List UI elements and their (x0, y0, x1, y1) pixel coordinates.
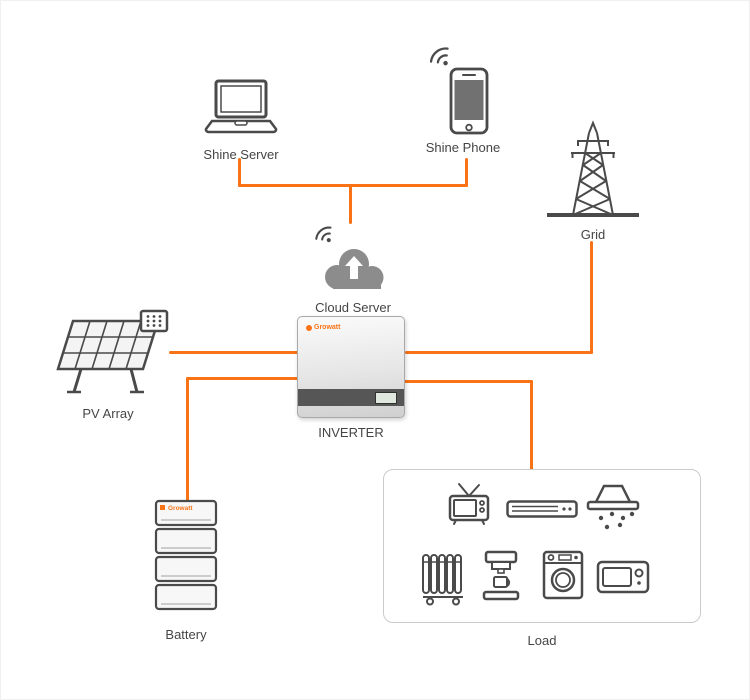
inverter-display-screen (375, 391, 397, 404)
brand-logo: Growatt (306, 324, 340, 331)
inverter-device-icon: Growatt (297, 316, 405, 418)
node-pv-array: PV Array (43, 307, 173, 421)
inverter-front-panel (298, 389, 404, 406)
coffee-machine-icon (482, 550, 520, 601)
soundbar-icon (506, 500, 578, 518)
connector-load-vertical (530, 380, 533, 471)
brand-logo-dot (306, 324, 312, 331)
node-shine-phone: Shine Phone (415, 43, 511, 155)
connector-battery-vertical (186, 377, 189, 503)
inverter-label: INVERTER (318, 425, 384, 440)
node-inverter: Growatt INVERTER (297, 316, 405, 440)
connector-phone-down (465, 158, 468, 187)
connector-load-horizontal (404, 380, 533, 383)
radiator-heater-icon (422, 554, 463, 606)
connector-server-down (238, 158, 241, 187)
laptop-icon (204, 79, 278, 134)
solar-panel-icon (56, 309, 169, 394)
transmission-tower-icon (547, 120, 639, 217)
connector-grid-vertical (590, 241, 593, 354)
node-battery: Growatt Battery (153, 499, 219, 642)
tv-icon (448, 483, 490, 525)
microwave-icon (596, 560, 650, 594)
node-load: Load (383, 469, 701, 648)
washing-machine-icon (542, 550, 584, 600)
pv-array-label: PV Array (82, 406, 134, 421)
connector-top-horizontal (238, 184, 468, 187)
load-group-box (383, 469, 701, 623)
node-cloud-server: Cloud Server (307, 221, 399, 315)
connector-pv-inverter (169, 351, 300, 354)
load-label: Load (527, 633, 557, 648)
node-grid: Grid (545, 119, 641, 242)
range-hood-icon (586, 484, 640, 530)
shine-phone-label: Shine Phone (425, 140, 501, 155)
smartphone-icon (449, 67, 489, 135)
node-shine-server: Shine Server (195, 79, 287, 162)
grid-label: Grid (580, 227, 606, 242)
inverter-brand-text: Growatt (314, 324, 341, 331)
wifi-icon (315, 226, 332, 243)
connector-cloud-down (349, 184, 352, 224)
connector-battery-horizontal (186, 377, 300, 380)
battery-brand-text: Growatt (168, 505, 193, 512)
cloud-server-label: Cloud Server (315, 300, 391, 315)
battery-stack-icon: Growatt (154, 499, 218, 611)
connector-grid-inverter (405, 351, 593, 354)
battery-label: Battery (165, 627, 207, 642)
shine-server-label: Shine Server (203, 147, 279, 162)
cloud-upload-icon (325, 249, 384, 289)
wifi-icon (429, 47, 449, 66)
